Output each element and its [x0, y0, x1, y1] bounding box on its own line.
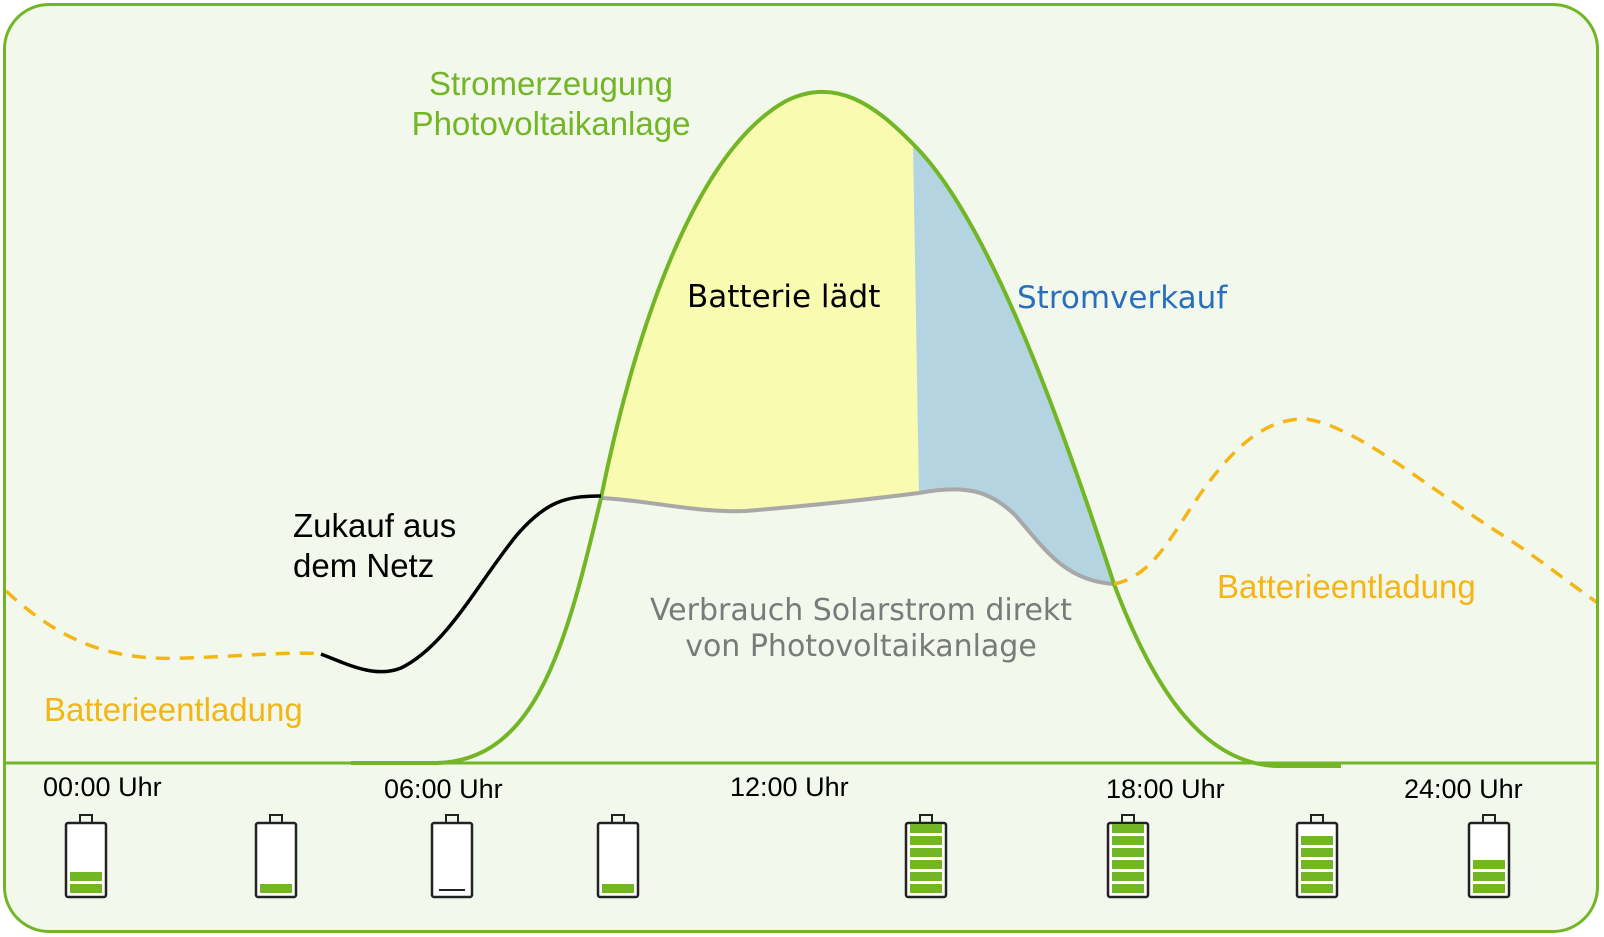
- battery-icon: [596, 814, 640, 899]
- battery-charge-bar: [1112, 884, 1144, 893]
- battery-body: [254, 821, 298, 899]
- battery-icon: [254, 814, 298, 899]
- battery-charge-bar: [1301, 860, 1333, 869]
- battery-charge-bar: [910, 884, 942, 893]
- battery-charge-bar: [910, 824, 942, 833]
- battery-discharge-right-curve: [1113, 417, 1596, 604]
- battery-charge-bar: [602, 884, 634, 893]
- battery-charge-bar: [70, 872, 102, 881]
- time-label-2400: 24:00 Uhr: [1404, 774, 1523, 804]
- battery-charge-bar: [910, 848, 942, 857]
- battery-charge-bar: [70, 884, 102, 893]
- battery-charge-bar: [910, 860, 942, 869]
- battery-charge-bar: [1301, 872, 1333, 881]
- battery-charge-bar: [1112, 860, 1144, 869]
- time-label-0600: 06:00 Uhr: [384, 774, 503, 804]
- battery-discharge-left-curve: [6, 589, 322, 661]
- battery-charge-bar: [1301, 884, 1333, 893]
- direct-consumption-curve: [600, 487, 1115, 586]
- battery-body: [430, 821, 474, 899]
- battery-icon: [1295, 814, 1339, 899]
- battery-charge-bar: [1112, 848, 1144, 857]
- battery-body: [596, 821, 640, 899]
- battery-charge-bar: [910, 836, 942, 845]
- battery-charging-area: [601, 91, 919, 512]
- diagram-panel: Stromerzeugung Photovoltaikanlage Batter…: [3, 3, 1599, 933]
- battery-discharge-left-label: Batterieentladung: [44, 691, 303, 728]
- battery-charge-bar: [1473, 872, 1505, 881]
- battery-charge-bar: [1112, 824, 1144, 833]
- battery-charge-bar: [910, 872, 942, 881]
- time-label-1800: 18:00 Uhr: [1106, 774, 1225, 804]
- battery-charge-bar: [1473, 884, 1505, 893]
- direct-consumption-label: Verbrauch Solarstrom direkt von Photovol…: [626, 593, 1096, 665]
- direct-consumption-label-line2: von Photovoltaikanlage: [685, 629, 1037, 664]
- battery-charge-bar: [1473, 860, 1505, 869]
- time-label-1200: 12:00 Uhr: [730, 772, 849, 802]
- battery-icon: [904, 814, 948, 899]
- grid-selling-area: [913, 144, 1114, 584]
- battery-charge-bar: [1112, 836, 1144, 845]
- battery-charge-bar: [260, 884, 292, 893]
- battery-charging-label: Batterie lädt: [687, 279, 881, 315]
- battery-charge-bar: [1301, 836, 1333, 845]
- battery-icon: [64, 814, 108, 899]
- pv-generation-label-line1: Stromerzeugung: [429, 65, 673, 102]
- battery-charge-bar: [1112, 872, 1144, 881]
- battery-icon: [1467, 814, 1511, 899]
- pv-generation-label: Stromerzeugung Photovoltaikanlage: [386, 64, 716, 143]
- direct-consumption-label-line1: Verbrauch Solarstrom direkt: [649, 593, 1073, 628]
- pv-generation-curve: [351, 89, 1341, 768]
- battery-discharge-right-label: Batterieentladung: [1217, 568, 1476, 605]
- battery-charge-bar: [1301, 848, 1333, 857]
- grid-purchase-label: Zukauf aus dem Netz: [293, 506, 456, 585]
- battery-icon: [430, 814, 474, 899]
- battery-icon: [1106, 814, 1150, 899]
- energy-flow-diagram: [6, 89, 1596, 899]
- grid-purchase-label-line2: dem Netz: [293, 546, 435, 584]
- grid-purchase-curve: [320, 494, 602, 674]
- time-label-0000: 00:00 Uhr: [43, 772, 162, 802]
- grid-purchase-label-line1: Zukauf aus: [293, 507, 457, 544]
- pv-generation-label-line2: Photovoltaikanlage: [411, 104, 691, 142]
- battery-icons: [64, 814, 1511, 899]
- grid-selling-label: Stromverkauf: [1017, 280, 1228, 316]
